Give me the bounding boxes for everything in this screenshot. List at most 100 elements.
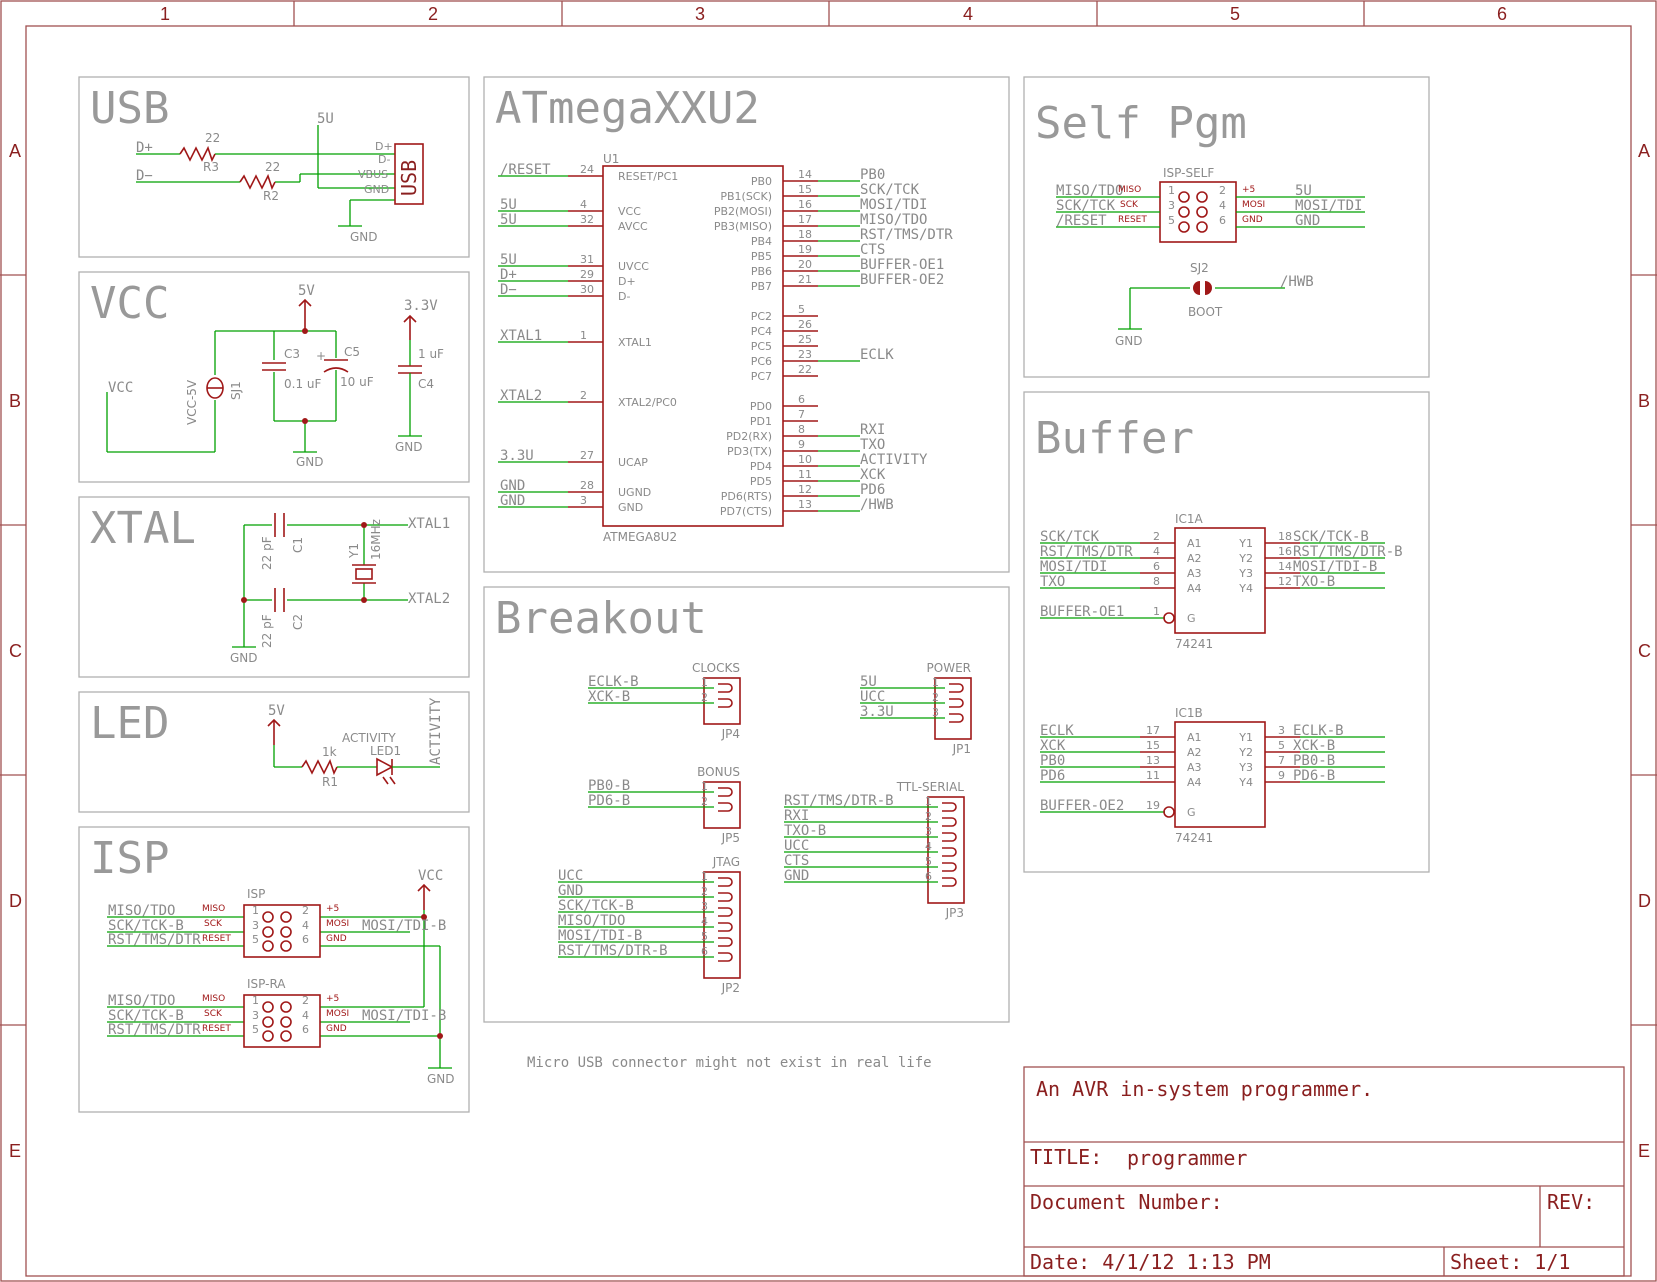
self-num: 6 [1219, 214, 1226, 227]
breakout-circuit: CLOCKSJP41ECLK-B2XCK-BPOWERJP115U2UCC33.… [558, 661, 972, 995]
title-label: TITLE: [1030, 1145, 1102, 1169]
vcc-net-5v: 5V [298, 283, 315, 299]
mcu-right-net: RXI [860, 422, 885, 438]
mcu-right-pin-name: PD0 [750, 400, 772, 413]
jp3-ttl-serial-pin-contact [942, 862, 957, 872]
resistor-r2 [239, 173, 276, 191]
isp1-num: 3 [252, 919, 259, 932]
ic1b-output-net: ECLK-B [1293, 723, 1344, 739]
jp5-bonus-pin-num: 2 [701, 795, 708, 808]
mcu-left-pin-num: 4 [580, 198, 587, 211]
ic1a-input-num: 8 [1153, 575, 1160, 588]
c2-value: 22 pF [260, 614, 274, 648]
resistor-r3 [179, 145, 216, 163]
usb-section-box [78, 76, 470, 258]
ic1a-input-pin: A1 [1187, 537, 1202, 550]
jp3-ttl-serial-pin-contact [942, 877, 957, 887]
self-num: 2 [1219, 184, 1226, 197]
ic1a-input-num: 2 [1153, 530, 1160, 543]
r3-value: 22 [205, 131, 220, 145]
sj2-name: SJ2 [1190, 261, 1209, 275]
isp1-net-mosi: MOSI/TDI-B [362, 918, 446, 934]
ic1b-input-num: 15 [1146, 739, 1160, 752]
mcu-right-pin-num: 9 [798, 438, 805, 451]
mcu-left-pin-name: D+ [618, 275, 636, 288]
mcu-right-pin-name: PD5 [750, 475, 772, 488]
led-section-title: LED [90, 698, 169, 749]
isp-ra-header-name: ISP-RA [247, 977, 286, 991]
mcu-right-net: ECLK [860, 347, 894, 363]
ic1b-input-pin: A2 [1187, 746, 1202, 759]
jp2-jtag-net: RST/TMS/DTR-B [558, 943, 668, 959]
ic1b-output-pin: Y3 [1238, 761, 1253, 774]
sj2-label: BOOT [1188, 305, 1223, 319]
mcu-left-pin-num: 24 [580, 163, 594, 176]
ic1b-input-pin: A1 [1187, 731, 1202, 744]
sj1-name: SJ1 [229, 381, 243, 400]
mcu-right-net: MOSI/TDI [860, 197, 927, 213]
title-description: An AVR in-system programmer. [1036, 1077, 1373, 1101]
jp3-ttl-serial-pin-contact [942, 847, 957, 857]
mcu-left-pin-name: UCAP [618, 456, 648, 469]
jp1-power-pin-contact [949, 683, 964, 693]
mcu-right-pin-name: PC5 [751, 340, 772, 353]
isp-header-name: ISP [247, 887, 265, 901]
date-label: Date: 4/1/12 1:13 PM [1030, 1250, 1271, 1274]
ic1b-output-pin: Y1 [1238, 731, 1253, 744]
isp2-net-mosi: MOSI/TDI-B [362, 1008, 446, 1024]
isp1-num: 1 [252, 904, 259, 917]
xtal-section-box [78, 496, 470, 678]
jp3-ttl-serial-pin-num: 6 [925, 870, 932, 883]
isp1-num: 5 [252, 933, 259, 946]
title-block: An AVR in-system programmer. TITLE: prog… [1023, 1066, 1625, 1277]
mcu-right-pin-name: PC7 [751, 370, 772, 383]
grid-row-label: C [9, 641, 22, 661]
isp-section-box [78, 826, 470, 1113]
c3-value: 0.1 uF [284, 377, 322, 391]
mcu-right-pin-name: PB7 [751, 280, 772, 293]
jp2-jtag-pin-num: 1 [701, 870, 708, 883]
ic1b-enable-bubble [1163, 806, 1175, 818]
mcu-right-net: BUFFER-OE2 [860, 272, 944, 288]
ic1a-body [1174, 527, 1266, 634]
led-section-box [78, 691, 470, 813]
ic1a-output-num: 16 [1278, 545, 1292, 558]
mcu-left-pin-name: UGND [618, 486, 651, 499]
buffer-section-title: Buffer [1035, 413, 1194, 464]
net-label-5v: 5U [317, 111, 334, 127]
jp1-power-ref: JP1 [952, 742, 971, 756]
grid-row-label: E [1638, 1141, 1650, 1161]
jp2-jtag-pin-contact [718, 952, 733, 962]
jp5-bonus-ref: JP5 [721, 831, 740, 845]
ic1a-input-net: SCK/TCK [1040, 529, 1100, 545]
grid-row-label: E [9, 1141, 21, 1161]
self-pin-miso: MISO [1118, 185, 1141, 195]
jp3-ttl-serial-pin-num: 4 [925, 840, 932, 853]
ic1a-part: 74241 [1175, 637, 1213, 651]
vcc-circuit: 5V VCC VCC-5V SJ1 C3 0.1 uF + C5 10 uF G… [106, 283, 444, 469]
vcc-gnd-label: GND [296, 455, 324, 469]
mcu-left-pin-num: 30 [580, 283, 594, 296]
jp3-ttl-serial-net: TXO-B [784, 823, 826, 839]
solder-jumper-sj2 [1193, 281, 1200, 295]
y1-value: 16MHz [369, 519, 383, 560]
mcu-left-pin-num: 27 [580, 449, 594, 462]
mcu-right-pin-num: 12 [798, 483, 812, 496]
jp3-ttl-serial-pin-contact [942, 817, 957, 827]
mcu-left-pin-name: GND [618, 501, 643, 514]
vcc-gnd-label-2: GND [395, 440, 423, 454]
buffer-section-box [1023, 391, 1430, 873]
mcu-right-pin-name: PB6 [751, 265, 772, 278]
ic1a-input-pin: A3 [1187, 567, 1202, 580]
ic1b-ref: IC1B [1175, 706, 1203, 720]
mcu-left-net: D+ [500, 267, 517, 283]
jp2-jtag-pin-num: 3 [701, 900, 708, 913]
ic1b-input-num: 13 [1146, 754, 1160, 767]
xtal1-net: XTAL1 [408, 516, 450, 532]
ic1b-output-pin: Y2 [1238, 746, 1253, 759]
vcc-net-3v3: 3.3V [404, 298, 438, 314]
ic1b-output-num: 5 [1278, 739, 1285, 752]
mcu-right-pin-num: 6 [798, 393, 805, 406]
mcu-left-net: 5U [500, 252, 517, 268]
